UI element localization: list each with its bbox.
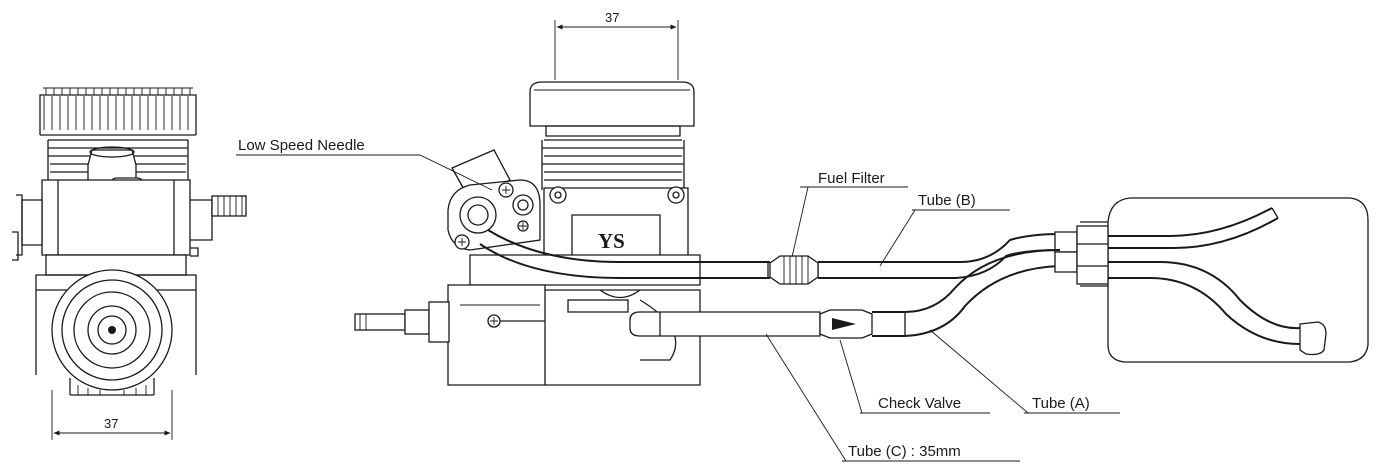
front-cylinder-head: [39, 87, 197, 136]
label-fuel-filter: Fuel Filter: [818, 170, 885, 187]
label-check-valve: Check Valve: [878, 395, 961, 412]
engine-logo: YS: [598, 229, 625, 253]
side-cylinder-body: YS: [543, 186, 689, 271]
fuel-filter: [769, 255, 819, 285]
check-valve: [819, 309, 873, 339]
front-prop-hub: [51, 269, 173, 396]
side-cylinder-head: [529, 81, 695, 137]
label-tube-c: Tube (C) : 35mm: [848, 443, 961, 460]
top-width-value: 37: [605, 10, 619, 25]
tube-b: [479, 229, 1078, 279]
front-width-dimension: 37: [51, 390, 173, 440]
front-cylinder-fins: [47, 139, 189, 180]
callout-fuel-filter: Fuel Filter: [791, 170, 908, 258]
tube-c: [629, 311, 821, 337]
front-view-engine: 37: [12, 87, 247, 440]
front-width-value: 37: [104, 416, 118, 431]
side-prop-shaft: [354, 301, 450, 343]
front-crankcase: [12, 179, 247, 261]
fuel-tank: [1076, 197, 1369, 363]
side-cylinder-fins: [541, 139, 685, 190]
callout-low-speed-needle: Low Speed Needle: [236, 137, 493, 191]
side-view-engine: 37 YS: [354, 10, 701, 386]
side-carburetor: [447, 149, 541, 251]
fuel-system: [479, 229, 1078, 339]
label-tube-a: Tube (A): [1032, 395, 1090, 412]
callout-check-valve: Check Valve: [839, 339, 990, 414]
top-width-dimension: 37: [554, 10, 679, 80]
callout-tube-b: Tube (B): [879, 192, 1010, 267]
callout-tube-c: Tube (C) : 35mm: [765, 333, 1020, 462]
label-low-speed-needle: Low Speed Needle: [238, 137, 365, 154]
label-tube-b: Tube (B): [918, 192, 976, 209]
callout-tube-a: Tube (A): [929, 329, 1120, 414]
tube-a: [872, 249, 1078, 337]
